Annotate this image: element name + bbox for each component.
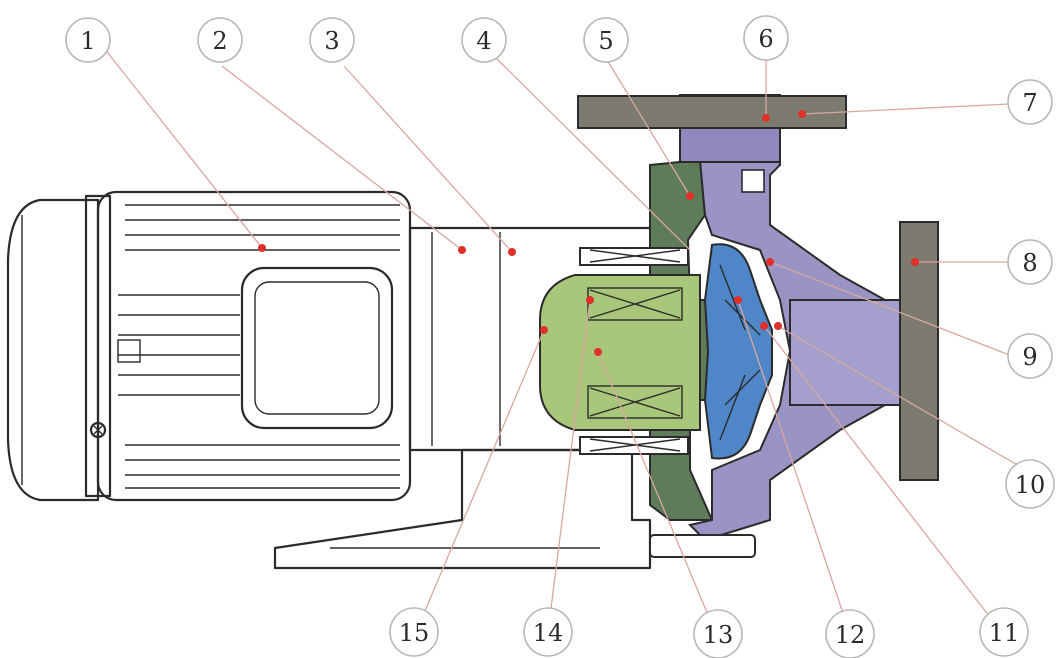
- callout-label: 12: [835, 621, 866, 649]
- callout-3: 3: [309, 17, 355, 63]
- motor: [6, 190, 412, 502]
- callout-5: 5: [583, 17, 629, 63]
- callout-14: 14: [523, 607, 573, 657]
- callout-label: 5: [598, 27, 613, 55]
- callout-6: 6: [743, 15, 789, 61]
- callout-label: 2: [212, 27, 227, 55]
- callout-11: 11: [979, 607, 1029, 657]
- callout-label: 4: [476, 27, 491, 55]
- callout-label: 10: [1015, 471, 1046, 499]
- terminal-box: [240, 266, 394, 430]
- callout-1: 1: [65, 17, 111, 63]
- impeller: [703, 243, 773, 460]
- callout-label: 1: [80, 27, 95, 55]
- callout-7: 7: [1007, 79, 1053, 125]
- callout-label: 6: [758, 25, 773, 53]
- callout-label: 14: [533, 619, 564, 647]
- callout-8: 8: [1007, 239, 1053, 285]
- suction-flange: [899, 221, 939, 481]
- leader-lines: [103, 47, 1027, 635]
- callout-15: 15: [389, 607, 439, 657]
- part-markers: [258, 110, 919, 356]
- callout-10: 10: [1005, 459, 1055, 509]
- callout-label: 3: [324, 27, 339, 55]
- callout-12: 12: [825, 609, 875, 658]
- ground-screw: [89, 421, 107, 439]
- callout-label: 11: [989, 619, 1020, 647]
- callout-9: 9: [1007, 333, 1053, 379]
- motor-fan-cover: [6, 198, 100, 502]
- callout-2: 2: [197, 17, 243, 63]
- discharge-flange: [577, 95, 847, 129]
- callout-label: 7: [1022, 89, 1037, 117]
- casing-bolt: [649, 534, 756, 558]
- pump-foot: [273, 448, 652, 570]
- callout-label: 13: [703, 621, 734, 649]
- outer-magnet-assembly: [579, 247, 689, 455]
- callout-label: 8: [1022, 249, 1037, 277]
- callout-4: 4: [461, 17, 507, 63]
- callout-label: 15: [399, 619, 430, 647]
- callout-label: 9: [1022, 343, 1037, 371]
- callout-13: 13: [693, 609, 743, 658]
- inner-magnet-rotor: [539, 274, 701, 431]
